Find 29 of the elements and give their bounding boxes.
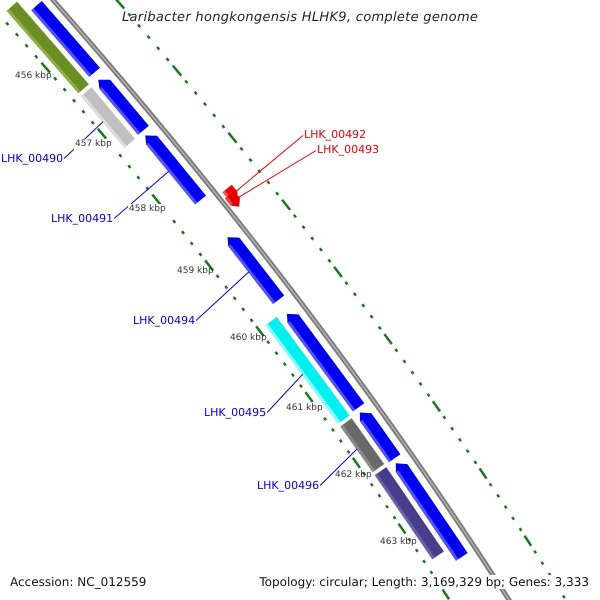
gene-bar (6, 2, 89, 94)
leader-line (196, 271, 250, 321)
genome-info-text: Topology: circular; Length: 3,169,329 bp; Genes: 3,333 (258, 575, 590, 589)
tick-label: 462 kbp (335, 471, 372, 480)
gene-bar (224, 191, 240, 207)
tick-label: 459 kbp (177, 267, 214, 276)
tick-label: 458 kbp (128, 204, 167, 215)
gene-bar (145, 136, 206, 204)
leader-line (238, 150, 316, 198)
gene-label: LHK_00495 (204, 407, 266, 418)
gene-bar (374, 467, 444, 560)
tick-label: 460 kbp (230, 334, 267, 343)
gene-label: LHK_00490 (1, 153, 64, 164)
leader-line (236, 135, 304, 192)
map-title: Laribacter hongkongensis HLHK9, complete genome (122, 11, 478, 24)
leader-line (114, 170, 170, 219)
leader-line (266, 374, 304, 413)
gene-bar (228, 237, 284, 304)
gene-label: LHK_00494 (133, 315, 196, 326)
accession-text: Accession: NC_012559 (9, 575, 148, 589)
gene-label: LHK_00492 (304, 129, 366, 140)
gene-label: LHK_00491 (51, 213, 114, 224)
tick-label: 456 kbp (15, 72, 52, 81)
tick-label: 463 kbp (380, 538, 417, 547)
tick-label: 461 kbp (285, 403, 324, 414)
leader-line (320, 448, 358, 486)
tick-label: 457 kbp (74, 139, 113, 150)
gene-label: LHK_00496 (257, 480, 320, 491)
gene-label: LHK_00493 (317, 144, 380, 155)
